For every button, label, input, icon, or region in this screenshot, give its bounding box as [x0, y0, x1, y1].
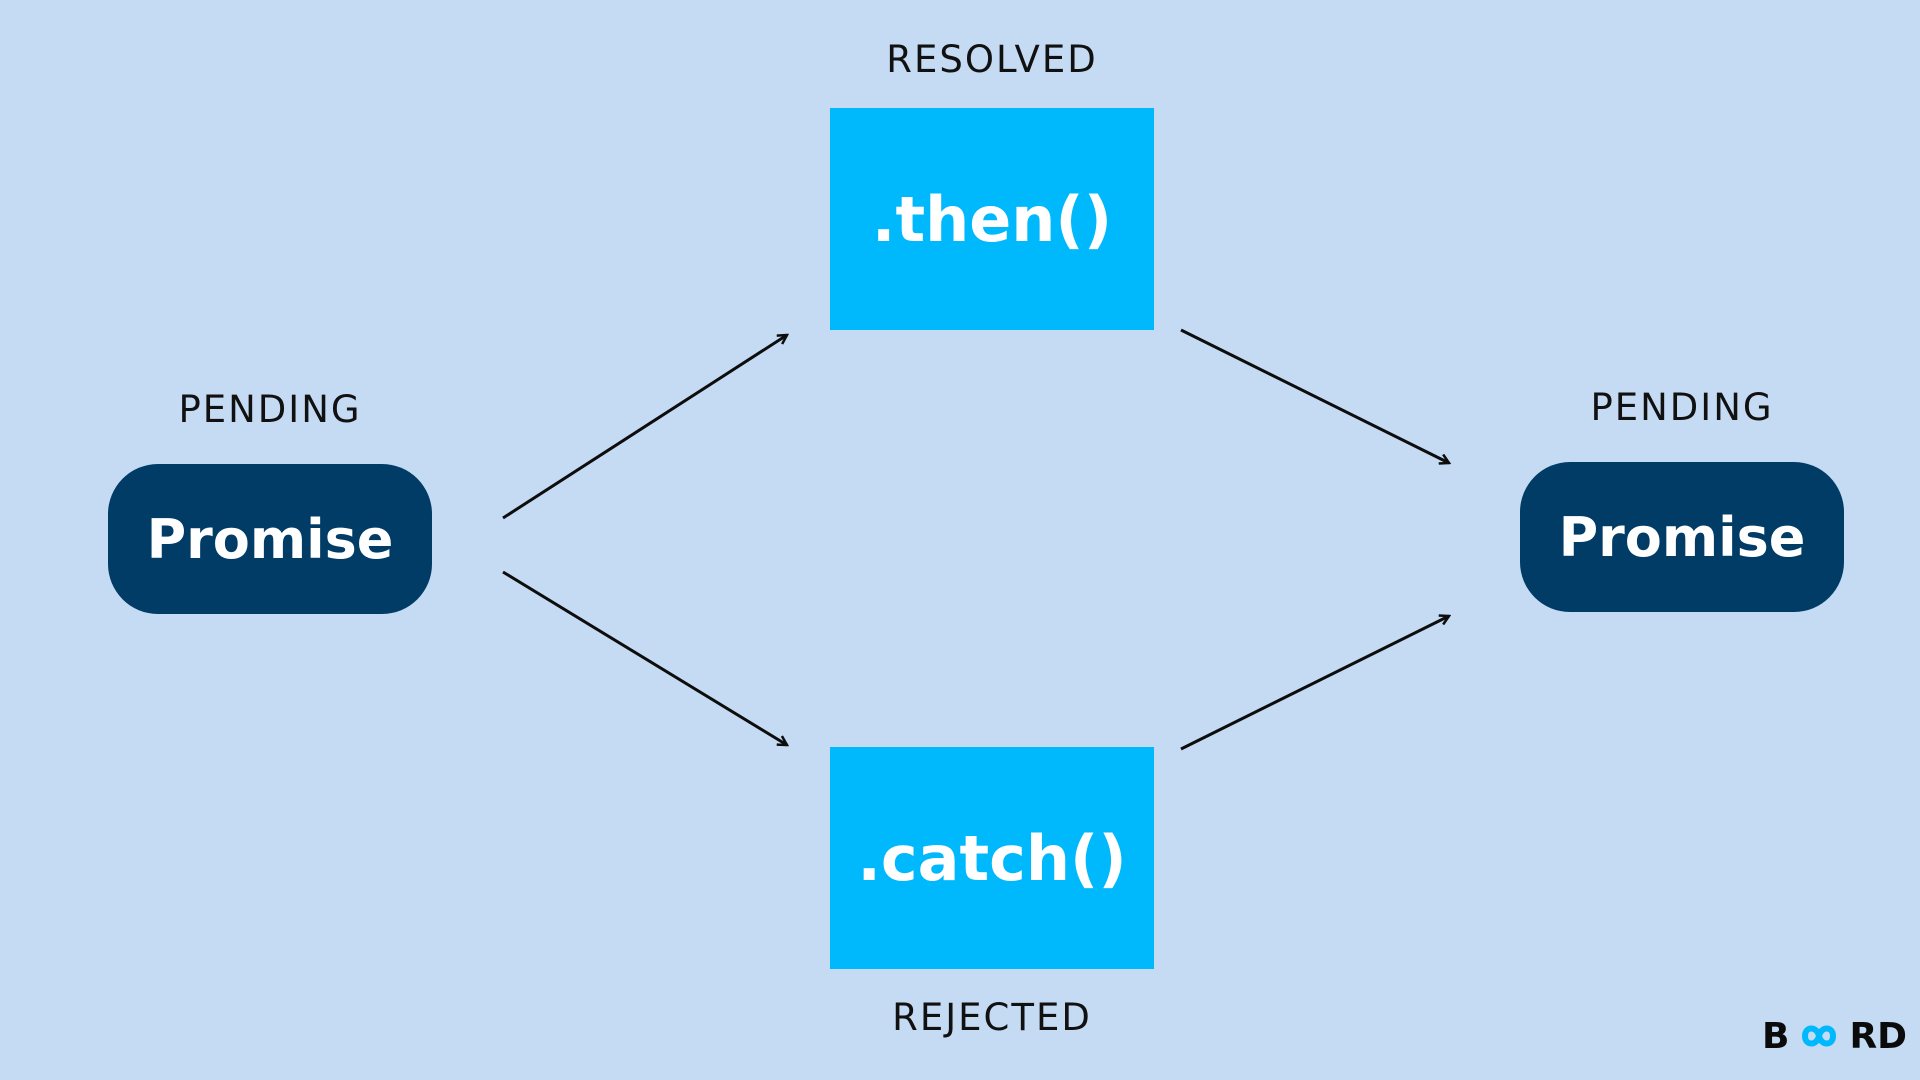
right-state-label: PENDING — [1590, 386, 1774, 429]
arrow-promise-to-then — [502, 335, 787, 520]
then-method-box: .then() — [830, 108, 1154, 330]
logo-prefix: B — [1762, 1015, 1790, 1057]
infinity-icon — [1802, 1025, 1837, 1047]
board-logo: B RD — [1762, 1015, 1908, 1057]
resolved-state-label: RESOLVED — [886, 38, 1098, 81]
arrow-then-to-promise — [1180, 328, 1449, 463]
arrow-promise-to-catch — [502, 570, 787, 745]
right-promise-node: Promise — [1520, 462, 1844, 612]
rejected-state-label: REJECTED — [892, 996, 1092, 1039]
left-state-label: PENDING — [178, 388, 362, 431]
left-promise-node: Promise — [108, 464, 432, 614]
catch-method-box: .catch() — [830, 747, 1154, 969]
arrow-catch-to-promise — [1180, 616, 1449, 751]
logo-suffix: RD — [1849, 1015, 1908, 1057]
